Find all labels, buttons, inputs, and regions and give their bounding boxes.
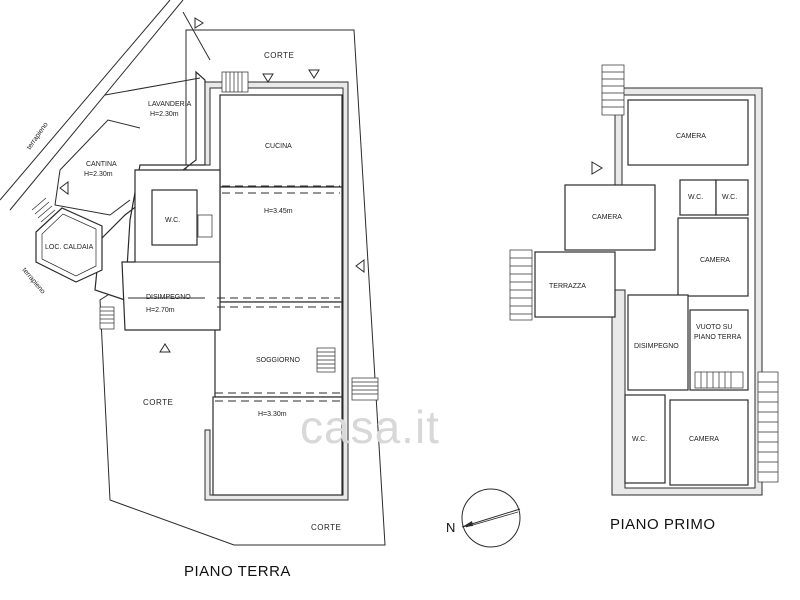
title-piano-primo: PIANO PRIMO (610, 516, 716, 533)
terrazza-area (534, 251, 616, 318)
label-wc-bottom: W.C. (632, 436, 647, 443)
compass-north-label: N (446, 520, 456, 535)
soggiorno-stairs (316, 347, 336, 373)
label-disimpegno-h: H=2.70m (146, 307, 175, 314)
label-lavanderia: LAVANDERIA (148, 101, 192, 108)
label-cucina: CUCINA (265, 143, 292, 150)
label-camera-right: CAMERA (700, 257, 730, 264)
label-wc-a: W.C. (688, 194, 703, 201)
terrapieno-line-2 (9, 0, 184, 211)
label-camera-left: CAMERA (592, 214, 622, 221)
label-soggiorno: SOGGIORNO (256, 357, 301, 364)
label-terrazza: TERRAZZA (549, 283, 586, 290)
label-corte-top: CORTE (264, 51, 294, 60)
first-stairs-right (757, 371, 779, 483)
lavanderia-wall (104, 77, 201, 96)
first-arrows (591, 161, 603, 175)
label-wc: W.C. (165, 217, 180, 224)
camera-left-room (564, 184, 656, 251)
cantina-wall (54, 169, 131, 216)
label-terrapieno-top: terrapieno (26, 121, 50, 151)
ground-stairs-left (99, 306, 115, 330)
caldaia-stairs (31, 197, 56, 223)
caldaia-inner (41, 213, 97, 277)
label-wc-b: W.C. (722, 194, 737, 201)
label-cantina: CANTINA (86, 161, 117, 168)
label-corte-left: CORTE (143, 398, 173, 407)
first-stairs-left (509, 249, 533, 321)
wc-b-room (715, 179, 749, 216)
label-corte-bottom: CORTE (311, 523, 341, 532)
label-vuoto-2: PIANO TERRA (694, 334, 742, 341)
label-terrapieno-bottom: terrapieno (20, 267, 46, 296)
disimpegno-first-room (627, 294, 689, 391)
ground-stairs-top (221, 71, 249, 93)
label-camera-top: CAMERA (676, 133, 706, 140)
camera-bottom-room (669, 399, 749, 486)
first-stairs-vuoto (694, 371, 744, 389)
lavanderia-lower-wall (59, 119, 141, 171)
camera-top-room (627, 99, 749, 166)
caldaia-room (35, 207, 103, 283)
label-camera-bottom: CAMERA (689, 436, 719, 443)
ground-lot-boundary (99, 29, 386, 546)
ground-arrows (59, 17, 365, 353)
camera-right-room (677, 217, 749, 297)
central-room-walls (219, 186, 343, 303)
title-piano-terra: PIANO TERRA (184, 563, 291, 580)
label-h330: H=3.30m (258, 411, 287, 418)
compass-icon (461, 488, 521, 548)
first-stairs-top (601, 64, 625, 116)
watermark: casa.it (300, 401, 440, 453)
label-vuoto-1: VUOTO SU (696, 324, 732, 331)
label-loc-caldaia: LOC. CALDAIA (45, 244, 94, 251)
terrapieno-line-3 (182, 11, 211, 61)
ground-main-walls (204, 81, 349, 501)
ground-stairs-right (351, 377, 379, 401)
label-lavanderia-h: H=2.30m (150, 111, 179, 118)
wc-bottom-room (624, 394, 666, 484)
cucina-walls (219, 94, 343, 188)
wc-fixture (197, 214, 213, 238)
label-cantina-h: H=2.30m (84, 171, 113, 178)
label-disimpegno-first: DISIMPEGNO (634, 343, 679, 350)
wc-room (151, 189, 198, 246)
label-disimpegno: DISIMPEGNO (146, 294, 191, 301)
terrapieno-line-1 (0, 0, 171, 201)
lower-room-walls (212, 396, 343, 496)
label-h345: H=3.45m (264, 208, 293, 215)
